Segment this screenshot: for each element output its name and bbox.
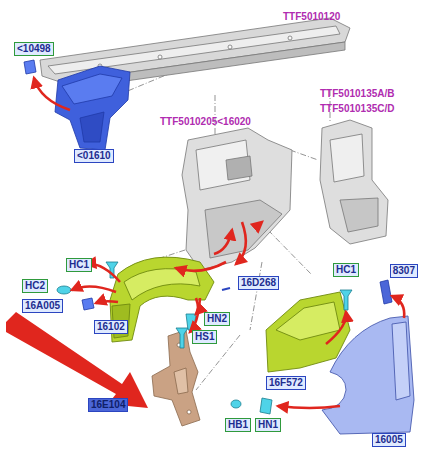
callout-number: 8307	[390, 264, 418, 278]
part-number: TTF5010120	[283, 11, 340, 23]
callout-number: HC2	[22, 279, 48, 293]
callout-number: <10498	[14, 42, 54, 56]
callout-number: 16E104	[88, 398, 128, 412]
callout-number: HB1	[225, 418, 251, 432]
callout-number: HN2	[204, 312, 230, 326]
callout-number: HS1	[192, 330, 217, 344]
callout-number: 16A005	[22, 299, 63, 313]
part-number: TTF5010205<16020	[160, 116, 251, 128]
part-number: TTF5010135C/D	[320, 103, 394, 115]
callout-number: <01610	[74, 149, 114, 163]
callout-number: HC1	[66, 258, 92, 272]
part-number: TTF5010135A/B	[320, 88, 394, 100]
callout-number: 16F572	[266, 376, 306, 390]
callout-number: 16D268	[238, 276, 279, 290]
callout-number: 16005	[372, 433, 406, 447]
callout-number: 16102	[94, 320, 128, 334]
callout-number: HC1	[333, 263, 359, 277]
callout-number: HN1	[255, 418, 281, 432]
